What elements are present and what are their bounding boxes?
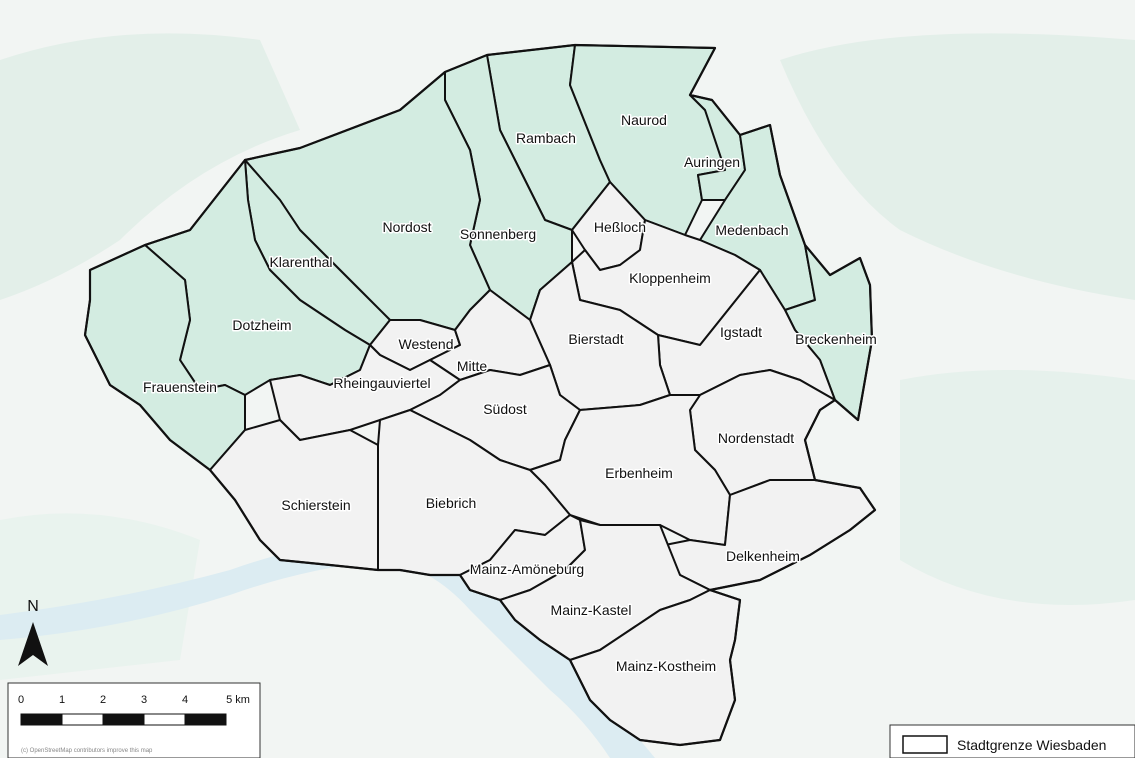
- scale-bar: 0 1 2 3 4 5 km (c) OpenStreetMap contrib…: [7, 682, 261, 758]
- label-auringen: Auringen: [684, 154, 740, 170]
- legend: Stadtgrenze Wiesbaden: [889, 724, 1135, 758]
- north-arrow: N: [18, 598, 48, 666]
- label-mainz-kastel: Mainz-Kastel: [551, 602, 632, 618]
- label-mainz-kostheim: Mainz-Kostheim: [616, 658, 716, 674]
- label-mainz-amoeneburg: Mainz-Amöneburg: [470, 561, 584, 577]
- label-rheingauviertel: Rheingauviertel: [333, 375, 430, 391]
- outer-green-area: [0, 33, 300, 300]
- city-boundary: [83, 43, 877, 747]
- label-sonnenberg: Sonnenberg: [460, 226, 536, 242]
- scale-tick-5: 5 km: [226, 694, 250, 706]
- label-naurod: Naurod: [621, 112, 667, 128]
- label-delkenheim: Delkenheim: [726, 548, 800, 564]
- outer-green-area: [900, 370, 1135, 605]
- scale-tick-0: 0: [18, 694, 24, 706]
- outer-green-area: [780, 33, 1135, 300]
- scale-bar-segments: [20, 713, 227, 726]
- scale-tick-2: 2: [100, 694, 106, 706]
- label-biebrich: Biebrich: [426, 495, 477, 511]
- label-nordost: Nordost: [382, 219, 431, 235]
- label-frauenstein: Frauenstein: [143, 379, 217, 395]
- label-igstadt: Igstadt: [720, 324, 762, 340]
- north-label: N: [27, 598, 39, 615]
- label-schierstein: Schierstein: [281, 497, 350, 513]
- outer-green-area: [0, 513, 200, 680]
- label-hessloch: Heßloch: [594, 219, 646, 235]
- legend-label: Stadtgrenze Wiesbaden: [957, 737, 1106, 753]
- district-polygons: [84, 44, 876, 746]
- legend-swatch-city-boundary: [902, 735, 948, 754]
- label-breckenheim: Breckenheim: [795, 331, 877, 347]
- label-suedost: Südost: [483, 401, 527, 417]
- label-erbenheim: Erbenheim: [605, 465, 673, 481]
- scale-tick-3: 3: [141, 694, 147, 706]
- label-westend: Westend: [399, 336, 454, 352]
- label-nordenstadt: Nordenstadt: [718, 430, 794, 446]
- label-mitte: Mitte: [457, 358, 488, 374]
- district-labels: Rambach Naurod Auringen Nordost Sonnenbe…: [142, 111, 879, 676]
- label-kloppenheim: Kloppenheim: [629, 270, 711, 286]
- north-arrow-icon: [18, 622, 48, 666]
- label-dotzheim: Dotzheim: [232, 317, 291, 333]
- label-bierstadt: Bierstadt: [568, 331, 623, 347]
- scale-tick-1: 1: [59, 694, 65, 706]
- label-rambach: Rambach: [516, 130, 576, 146]
- label-klarenthal: Klarenthal: [269, 254, 332, 270]
- label-medenbach: Medenbach: [715, 222, 788, 238]
- map-attribution[interactable]: (c) OpenStreetMap contributors improve t…: [21, 748, 153, 754]
- scale-tick-4: 4: [182, 694, 188, 706]
